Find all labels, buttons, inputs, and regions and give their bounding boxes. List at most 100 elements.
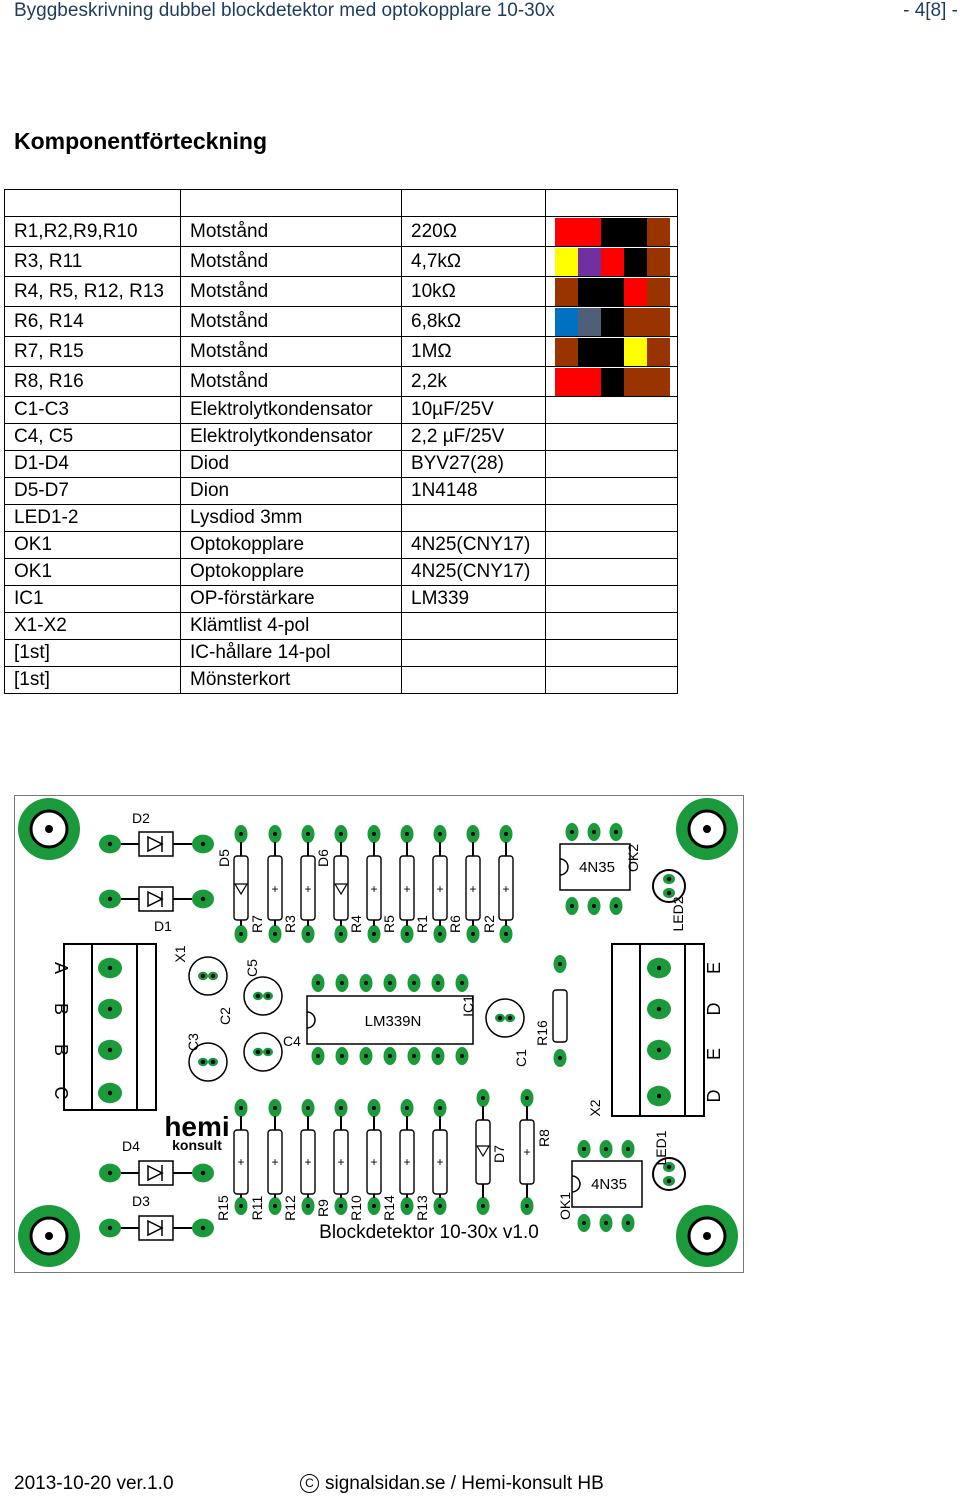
pad-hole bbox=[504, 832, 508, 836]
cell-ref: C1-C3 bbox=[4, 396, 181, 424]
cell-ref: [1st] bbox=[4, 666, 181, 694]
polarity-mark: + bbox=[469, 882, 476, 896]
cell-type: Mönsterkort bbox=[180, 666, 402, 694]
color-band bbox=[647, 307, 670, 336]
diode-body bbox=[333, 855, 349, 921]
terminal-pin-label: B bbox=[51, 1044, 71, 1056]
table-row: [1st]IC-hållare 14-pol bbox=[4, 639, 678, 667]
cell-type: Motstånd bbox=[180, 306, 402, 337]
pad-hole bbox=[273, 832, 277, 836]
polarity-mark: + bbox=[237, 1155, 244, 1169]
pad-hole bbox=[339, 932, 343, 936]
section-title: Komponentförteckning bbox=[14, 128, 267, 154]
color-band bbox=[624, 307, 647, 336]
pad-hole bbox=[107, 1047, 113, 1053]
mounting-hole-center bbox=[703, 825, 711, 833]
cell-color-code bbox=[545, 276, 678, 307]
diode-symbol bbox=[147, 1164, 164, 1182]
pad-hole bbox=[471, 832, 475, 836]
diode-symbol bbox=[475, 1145, 491, 1158]
cell-value bbox=[401, 612, 546, 640]
resistor-body bbox=[333, 1129, 349, 1195]
pad-hole bbox=[656, 1006, 662, 1012]
color-band bbox=[555, 217, 578, 246]
component-label: R16 bbox=[534, 1020, 550, 1046]
diode-symbol bbox=[333, 883, 349, 896]
resistor-body bbox=[498, 855, 514, 921]
cell-value: 1MΩ bbox=[401, 336, 546, 367]
polarity-mark: + bbox=[304, 882, 311, 896]
cell-type: Motstånd bbox=[180, 276, 402, 307]
diode-body bbox=[138, 886, 174, 912]
color-band bbox=[601, 337, 624, 366]
pad-hole bbox=[497, 1015, 503, 1021]
ic-notch bbox=[306, 1011, 316, 1029]
cell-ref: D5-D7 bbox=[4, 477, 181, 505]
cell-ref: [1st] bbox=[4, 639, 181, 667]
pad-hole bbox=[107, 896, 113, 902]
cell-type: Motstånd bbox=[180, 246, 402, 277]
optocoupler-type-label: 4N35 bbox=[579, 859, 615, 876]
pad-hole bbox=[239, 932, 243, 936]
pad-hole bbox=[558, 962, 562, 966]
cell-type: IC-hållare 14-pol bbox=[180, 639, 402, 667]
diode-symbol bbox=[233, 883, 249, 896]
pad-hole bbox=[405, 832, 409, 836]
cell-color-code bbox=[545, 477, 678, 505]
footer-date: 2013-10-20 ver.1.0 bbox=[14, 1473, 174, 1494]
mounting-hole-center bbox=[45, 1232, 53, 1240]
component-label: C3 bbox=[185, 1033, 201, 1051]
polarity-mark: + bbox=[271, 882, 278, 896]
cell-value: 10kΩ bbox=[401, 276, 546, 307]
component-label: D6 bbox=[315, 849, 331, 867]
pad-hole bbox=[200, 841, 206, 847]
color-band bbox=[647, 277, 670, 306]
terminal-pin-label: D bbox=[704, 1003, 724, 1016]
resistor-body bbox=[300, 855, 316, 921]
optocoupler-notch bbox=[559, 858, 569, 876]
pad-hole bbox=[200, 1059, 206, 1065]
terminal-pin-label: E bbox=[704, 962, 724, 974]
cell-ref: IC1 bbox=[4, 585, 181, 613]
pad-hole bbox=[666, 1178, 672, 1184]
pad-hole bbox=[436, 981, 440, 985]
resistor-body bbox=[267, 855, 283, 921]
terminal-pin-label: C bbox=[51, 1087, 71, 1100]
resistor-label: R11 bbox=[249, 1195, 265, 1220]
color-band bbox=[578, 277, 601, 306]
color-band bbox=[578, 307, 601, 336]
component-label: C5 bbox=[244, 959, 260, 977]
color-band bbox=[555, 367, 578, 396]
resistor-color-bands bbox=[555, 217, 677, 246]
optocoupler-body bbox=[571, 1160, 643, 1208]
color-band bbox=[624, 337, 647, 366]
cell-value bbox=[401, 666, 546, 694]
pad-hole bbox=[107, 965, 113, 971]
cell-value: BYV27(28) bbox=[401, 450, 546, 478]
color-band bbox=[555, 307, 578, 336]
resistor-label: R7 bbox=[249, 915, 265, 933]
cell-color-code bbox=[545, 336, 678, 367]
resistor-color-bands bbox=[555, 337, 677, 366]
mounting-hole-center bbox=[703, 1232, 711, 1240]
pad-hole bbox=[255, 993, 261, 999]
cell-color-code bbox=[545, 558, 678, 586]
cell-type: Klämtlist 4-pol bbox=[180, 612, 402, 640]
led-body bbox=[652, 869, 686, 903]
cell-color-code bbox=[545, 246, 678, 277]
cell-value: LM339 bbox=[401, 585, 546, 613]
pcb-title: Blockdetektor 10-30x v1.0 bbox=[319, 1222, 539, 1243]
cell-color-code bbox=[545, 612, 678, 640]
pad-hole bbox=[412, 981, 416, 985]
resistor-body bbox=[552, 989, 568, 1043]
terminal-pin-label: E bbox=[704, 1048, 724, 1060]
table-header-row bbox=[4, 189, 678, 217]
resistor-color-bands bbox=[555, 307, 677, 336]
diode-body bbox=[138, 1160, 174, 1186]
resistor-color-bands bbox=[555, 247, 677, 276]
resistor-label: R9 bbox=[315, 1199, 331, 1217]
